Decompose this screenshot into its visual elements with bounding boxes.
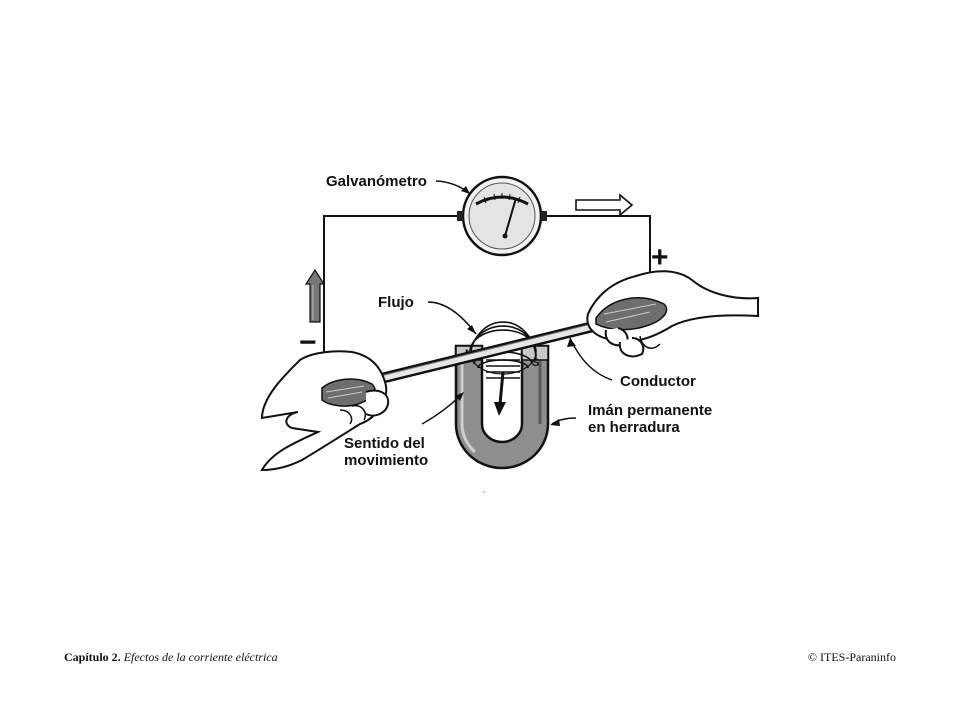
label-flux: Flujo [378,294,414,311]
left-hand [260,350,390,472]
footer-copyright: © ITES-Paraninfo [807,650,896,664]
label-motion-line2: movimiento [344,452,428,469]
motion-arrow [494,371,506,416]
label-magnet-line1: Imán permanente [588,402,712,419]
footer-chapter-title: Efectos de la corriente eléctrica [123,650,278,664]
label-motion-line1: Sentido del [344,435,425,452]
label-minus: − [299,326,317,359]
stray-dot [483,491,485,493]
circuit-wire [323,215,460,378]
current-arrow-up [304,268,326,323]
galvanometer-needle [504,197,517,237]
footer-chapter: Capítulo 2. Efectos de la corriente eléc… [64,650,278,665]
right-hand [586,270,759,358]
galvanometer [457,175,547,257]
label-magnet-line2: en herradura [588,419,680,436]
footer-chapter-number: Capítulo 2. [64,650,121,664]
label-galvanometer: Galvanómetro [326,173,427,190]
label-plus: + [651,241,669,274]
label-conductor: Conductor [620,373,696,390]
footer: Capítulo 2. Efectos de la corriente eléc… [64,650,896,666]
current-arrow-right [575,193,634,217]
pole-south: S [532,357,539,369]
